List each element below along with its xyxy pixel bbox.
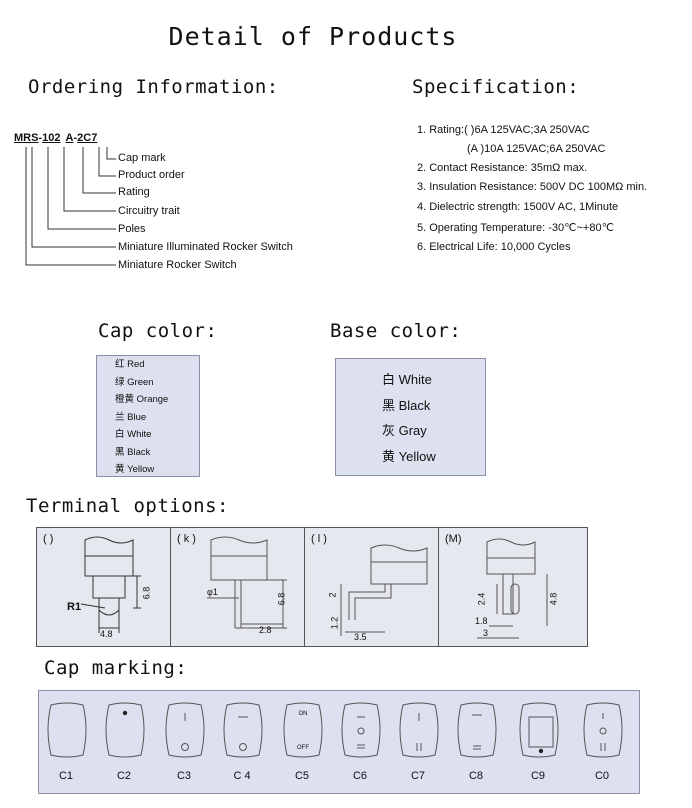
terminal-label: ( k )	[177, 533, 196, 545]
dim-label: 3	[483, 628, 489, 638]
dim-label: 4.8	[548, 592, 559, 606]
cap-marking-label: C5	[294, 770, 310, 782]
base-color-item: 黑 Black	[382, 397, 431, 413]
legend-rating: Rating	[118, 186, 150, 198]
cap-color-item: 橙黄 Orange	[115, 394, 169, 405]
spec-line-rating-a: (A )10A 125VAC;6A 250VAC	[467, 143, 606, 155]
legend-rocker: Miniature Rocker Switch	[118, 259, 237, 271]
dim-label: φ1	[207, 587, 218, 597]
legend-illuminated: Miniature Illuminated Rocker Switch	[118, 241, 293, 253]
cap-marking-label: C8	[468, 770, 484, 782]
base-color-item: 黄 Yellow	[382, 448, 436, 464]
cap-marking-label: C3	[176, 770, 192, 782]
terminal-plain-drawing	[80, 536, 141, 633]
cap-color-item: 红 Red	[115, 359, 145, 370]
legend-product-order: Product order	[118, 169, 185, 181]
base-color-heading: Base color:	[330, 320, 462, 342]
terminal-label: ( l )	[311, 533, 327, 545]
cap-marking-label: C7	[410, 770, 426, 782]
terminal-label: ( )	[43, 533, 54, 545]
ordering-heading: Ordering Information:	[28, 76, 279, 98]
cap-color-item: 黑 Black	[115, 446, 151, 458]
terminal-option-k: ( k ) φ1 6.8 2.8	[170, 527, 306, 647]
legend-poles: Poles	[118, 223, 146, 235]
spec-line-insulation: 3. Insulation Resistance: 500V DC 100MΩ …	[417, 181, 648, 193]
cap-marking-label: C1	[58, 770, 74, 782]
terminal-label: (M)	[445, 533, 462, 545]
cap-color-item: 绿 Green	[115, 376, 154, 388]
code-dash: -	[73, 132, 78, 144]
page-title: Detail of Products	[168, 22, 458, 51]
dim-label: 2	[327, 592, 338, 598]
cap-marking-label: C 4	[233, 770, 251, 782]
dim-label: 6.8	[141, 586, 152, 600]
spec-line-temperature: 5. Operating Temperature: -30℃~+80℃	[417, 222, 614, 234]
cap-color-list: 红 Red 绿 Green 橙黄 Orange 兰 Blue 白 White 黑…	[96, 355, 200, 477]
terminal-heading: Terminal options:	[26, 495, 229, 517]
cap-marking-drawings	[47, 702, 623, 758]
c5-off-label: OFF	[297, 745, 309, 751]
legend-circuitry: Circuitry trait	[118, 205, 180, 217]
spec-line-life: 6. Electrical Life: 10,000 Cycles	[417, 241, 571, 253]
cap-color-heading: Cap color:	[98, 320, 218, 342]
cap-marking-panel: ON OFF	[38, 690, 640, 794]
terminal-l-drawing	[340, 544, 428, 636]
cap-marking-label: C2	[116, 770, 132, 782]
dim-label: R1	[67, 601, 82, 613]
base-color-item: 白 White	[382, 372, 432, 387]
cap-color-item: 白 White	[115, 429, 152, 440]
spec-line-rating: 1. Rating:( )6A 125VAC;3A 250VAC	[417, 124, 590, 136]
cap-marking-heading: Cap marking:	[44, 657, 188, 679]
code-part-poles: 102	[42, 132, 61, 144]
terminal-m-drawing	[477, 538, 548, 639]
ordering-code: MRS-102 A-2C7	[14, 132, 97, 144]
terminal-option-l: ( l ) 2 1.2 3.5	[304, 527, 440, 647]
cap-color-item: 黄 Yellow	[115, 464, 155, 475]
spec-line-contact: 2. Contact Resistance: 35mΩ max.	[417, 162, 588, 174]
legend-cap-mark: Cap mark	[118, 152, 166, 164]
dim-label: 1.8	[475, 616, 488, 626]
dim-label: 4.8	[100, 629, 113, 639]
base-color-item: 灰 Gray	[382, 423, 427, 439]
terminal-k-drawing	[207, 536, 287, 629]
terminal-option-plain: ( ) R1 6.8 4.8	[36, 527, 172, 647]
cap-marking-label: C9	[530, 770, 546, 782]
cap-marking-label: C0	[594, 770, 610, 782]
code-part-cap: 2C7	[77, 132, 98, 144]
spec-line-dielectric: 4. Dielectric strength: 1500V AC, 1Minut…	[417, 201, 619, 213]
dim-label: 6.8	[276, 592, 287, 606]
dim-label: 2.4	[476, 592, 487, 606]
spec-heading: Specification:	[412, 76, 580, 98]
base-color-list: 白 White 黑 Black 灰 Gray 黄 Yellow	[335, 358, 486, 476]
code-dash: -	[38, 132, 43, 144]
cap-color-item: 兰 Blue	[115, 411, 147, 423]
code-part-rating: A	[65, 132, 74, 144]
dim-label: 3.5	[354, 632, 367, 642]
dim-label: 2.8	[259, 625, 272, 635]
ordering-leader-lines	[25, 147, 116, 266]
code-part-series: MRS	[14, 132, 39, 144]
cap-marking-label: C6	[352, 770, 368, 782]
terminal-option-m: (M) 2.4 4.8 1.8 3	[438, 527, 588, 647]
c5-on-label: ON	[298, 711, 308, 717]
dim-label: 1.2	[329, 616, 340, 630]
